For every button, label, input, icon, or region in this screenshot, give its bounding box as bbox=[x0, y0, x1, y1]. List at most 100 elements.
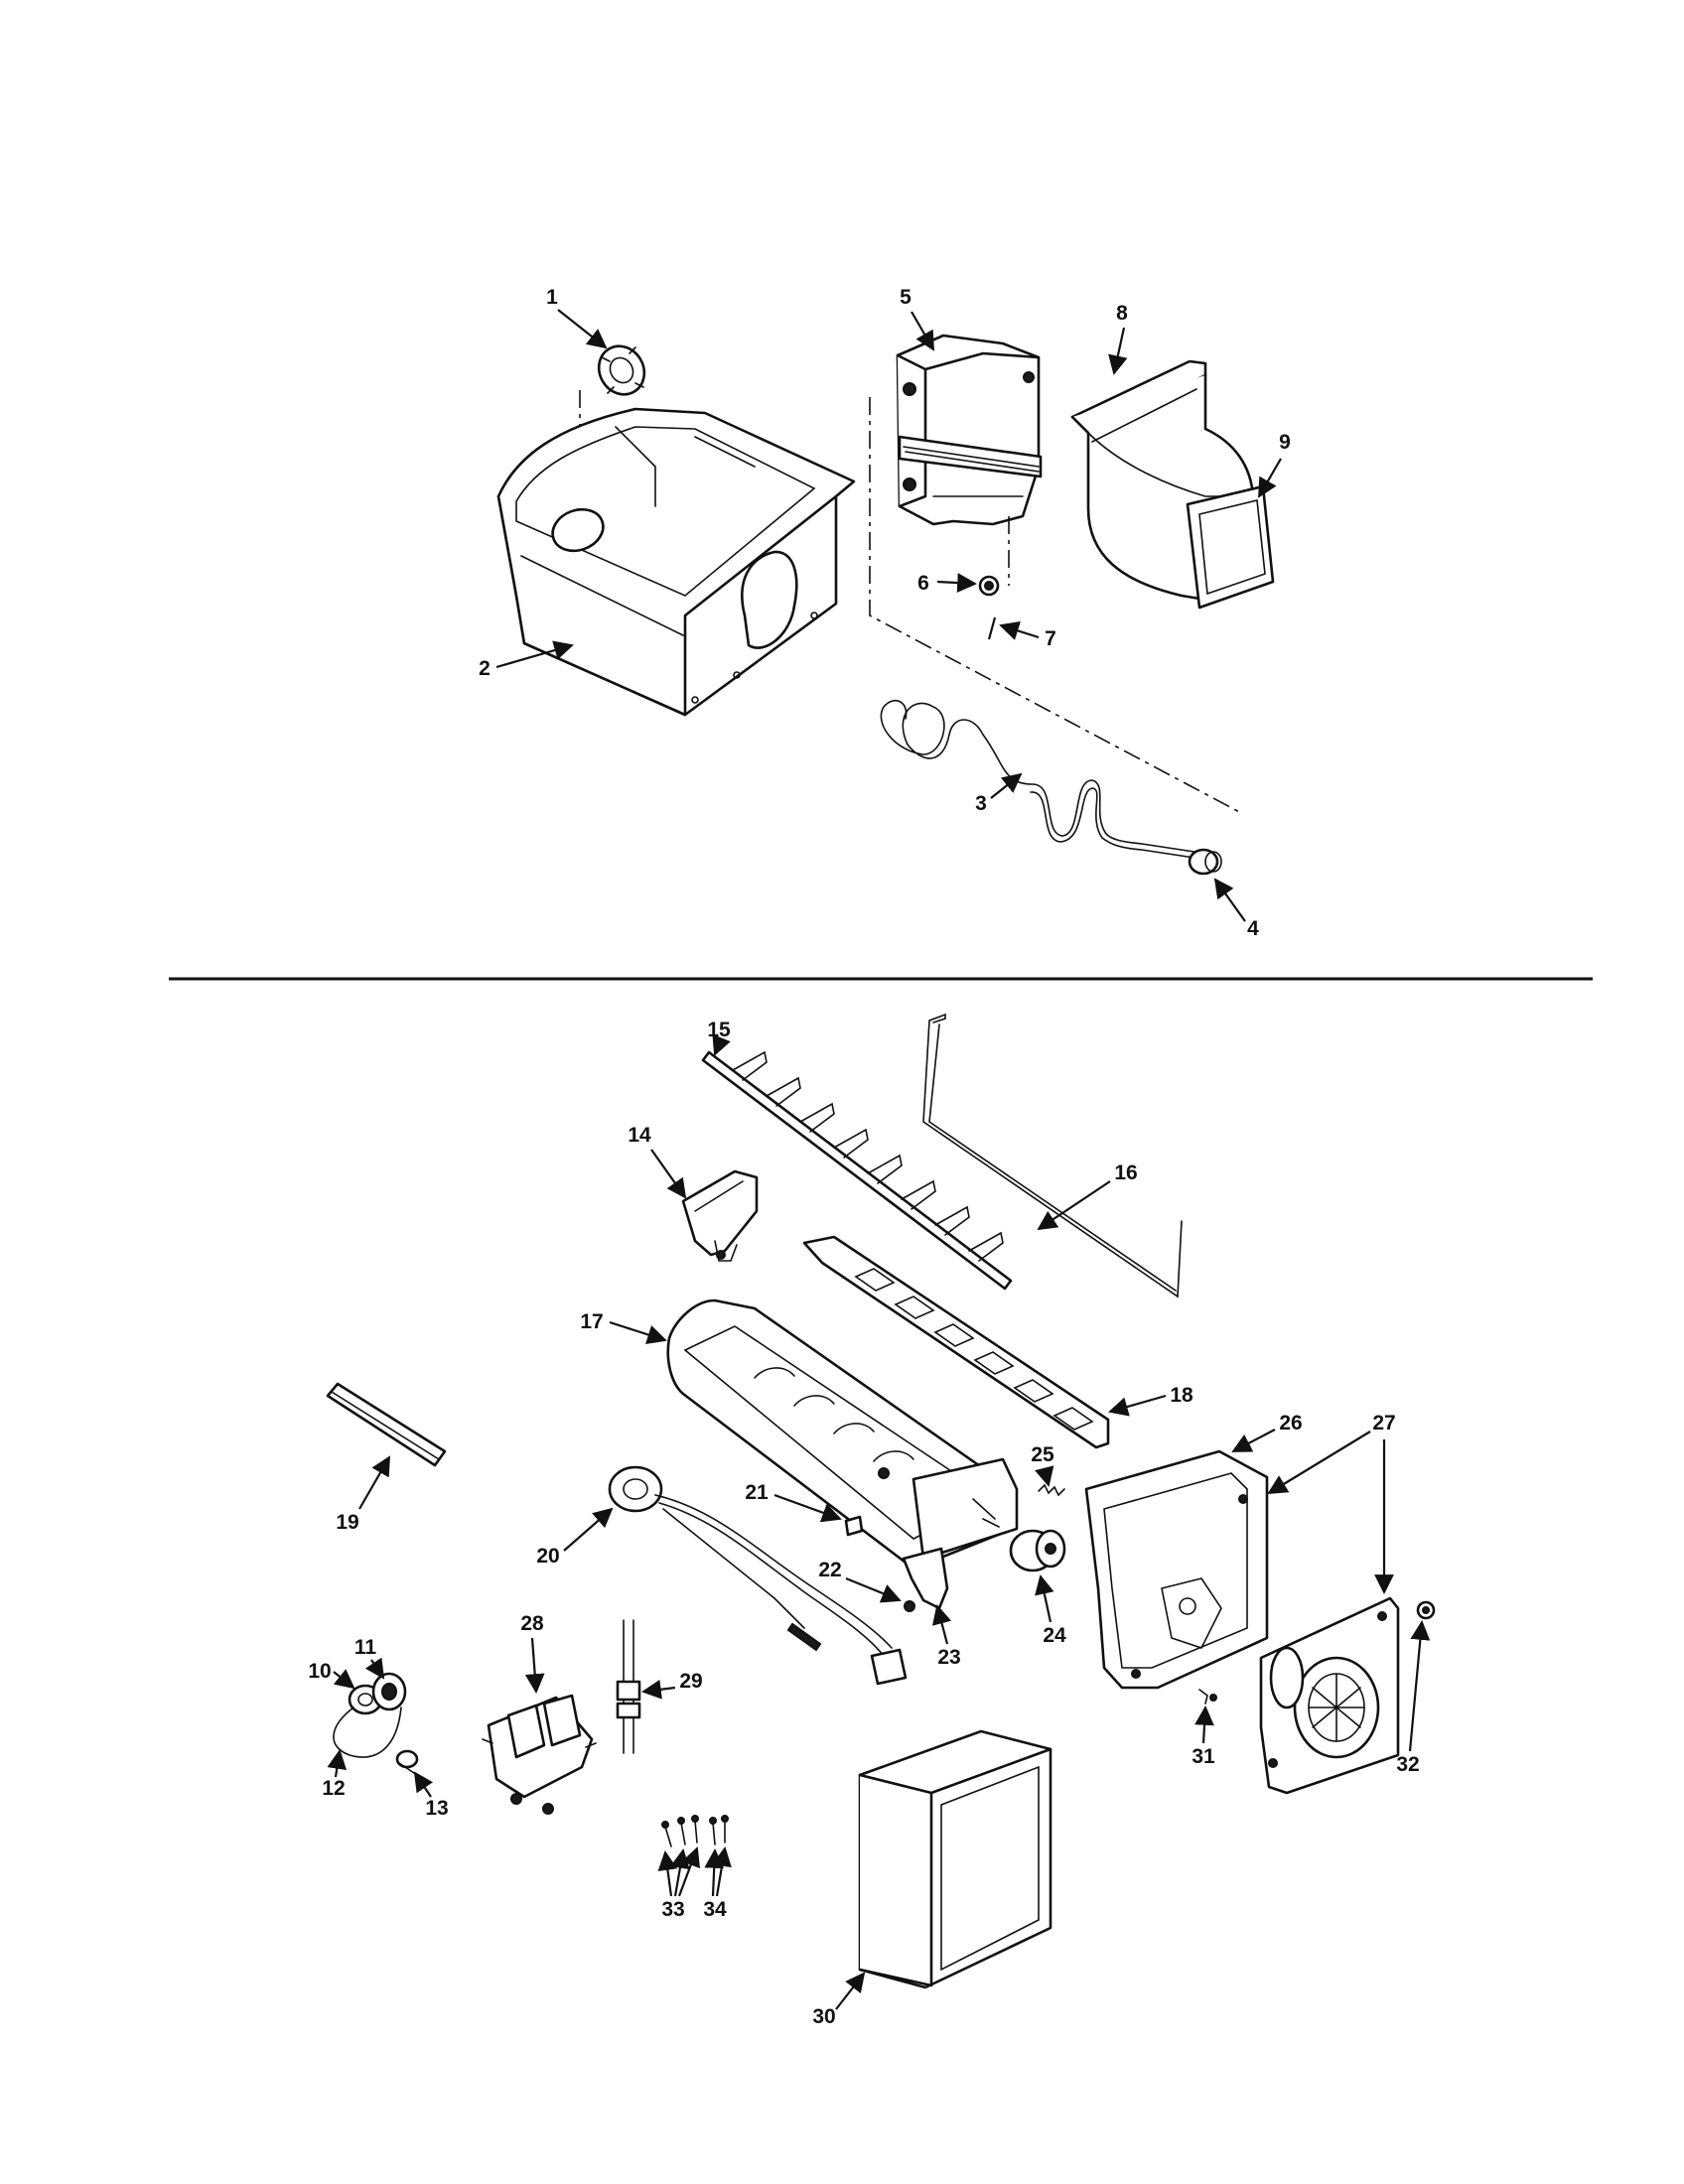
callout-14: 14 bbox=[628, 1124, 687, 1199]
callout-29: 29 bbox=[641, 1670, 703, 1700]
svg-text:9: 9 bbox=[1279, 431, 1291, 454]
part-11-valve-nut[interactable] bbox=[371, 1672, 407, 1711]
callout-23: 23 bbox=[931, 1604, 961, 1669]
part-12-tube[interactable] bbox=[333, 1706, 402, 1758]
svg-text:13: 13 bbox=[425, 1797, 448, 1820]
part-2-ice-bin[interactable] bbox=[496, 407, 856, 717]
svg-text:28: 28 bbox=[520, 1612, 544, 1635]
svg-text:16: 16 bbox=[1114, 1161, 1137, 1184]
part-23-bracket[interactable] bbox=[902, 1547, 949, 1610]
svg-text:8: 8 bbox=[1116, 302, 1128, 325]
part-14-bracket[interactable] bbox=[681, 1169, 759, 1262]
callout-12: 12 bbox=[322, 1749, 348, 1800]
svg-text:19: 19 bbox=[336, 1511, 358, 1534]
svg-text:30: 30 bbox=[812, 2005, 835, 2028]
svg-text:20: 20 bbox=[536, 1545, 559, 1568]
callout-32: 32 bbox=[1396, 1620, 1431, 1776]
svg-text:24: 24 bbox=[1043, 1624, 1066, 1647]
callout-21: 21 bbox=[745, 1481, 842, 1523]
svg-text:26: 26 bbox=[1279, 1412, 1302, 1434]
callout-19: 19 bbox=[336, 1455, 390, 1534]
svg-text:27: 27 bbox=[1372, 1412, 1395, 1434]
callout-2: 2 bbox=[479, 640, 574, 680]
part-21-clip[interactable] bbox=[844, 1515, 864, 1537]
callout-6: 6 bbox=[917, 572, 977, 595]
callout-22: 22 bbox=[818, 1559, 902, 1603]
callout-27: 27 bbox=[1267, 1412, 1396, 1594]
svg-text:18: 18 bbox=[1170, 1384, 1193, 1407]
part-17-mold[interactable] bbox=[666, 1298, 1019, 1570]
callout-20: 20 bbox=[536, 1507, 614, 1568]
part-9-door-seal[interactable] bbox=[1186, 484, 1275, 610]
callout-11: 11 bbox=[354, 1636, 385, 1680]
callout-34: 34 bbox=[703, 1846, 732, 1921]
part-1-fitting[interactable] bbox=[590, 338, 652, 402]
part-33-screws[interactable] bbox=[661, 1815, 699, 1847]
svg-text:25: 25 bbox=[1031, 1443, 1054, 1466]
callout-13: 13 bbox=[413, 1771, 449, 1820]
callout-16: 16 bbox=[1037, 1161, 1138, 1231]
svg-text:4: 4 bbox=[1247, 917, 1259, 940]
part-15-ejector[interactable] bbox=[701, 1050, 1013, 1291]
svg-text:6: 6 bbox=[917, 572, 929, 595]
upper-assembly: 1 2 3 4 5 6 7 8 bbox=[479, 286, 1291, 940]
svg-text:7: 7 bbox=[1045, 627, 1056, 650]
part-7-pin[interactable] bbox=[987, 616, 997, 640]
part-20-wiring-harness[interactable] bbox=[608, 1465, 908, 1686]
svg-text:23: 23 bbox=[937, 1646, 960, 1669]
svg-text:15: 15 bbox=[707, 1019, 731, 1041]
svg-text:17: 17 bbox=[580, 1310, 603, 1333]
part-18-stripper[interactable] bbox=[802, 1235, 1110, 1449]
callout-18: 18 bbox=[1108, 1384, 1193, 1417]
callout-30: 30 bbox=[812, 1972, 866, 2028]
part-3-auger-coil[interactable] bbox=[880, 699, 1208, 861]
svg-text:29: 29 bbox=[679, 1670, 702, 1693]
part-22-screw[interactable] bbox=[904, 1600, 915, 1612]
part-24-thermostat[interactable] bbox=[972, 1498, 1066, 1572]
part-30-cover[interactable] bbox=[858, 1729, 1052, 1989]
part-26-module-housing[interactable] bbox=[1084, 1449, 1269, 1690]
callout-17: 17 bbox=[580, 1310, 667, 1344]
part-19-fill-cup[interactable] bbox=[326, 1382, 447, 1467]
callout-31: 31 bbox=[1192, 1706, 1215, 1768]
callout-1: 1 bbox=[546, 286, 608, 349]
part-6-nut[interactable] bbox=[978, 575, 1000, 597]
callout-9: 9 bbox=[1258, 431, 1291, 498]
callout-3: 3 bbox=[975, 772, 1023, 815]
part-29-tube-coupling[interactable] bbox=[616, 1619, 641, 1754]
callout-15: 15 bbox=[707, 1019, 731, 1056]
svg-text:5: 5 bbox=[900, 286, 912, 309]
callout-4: 4 bbox=[1213, 878, 1259, 940]
svg-text:31: 31 bbox=[1192, 1745, 1215, 1768]
part-31-screw[interactable] bbox=[1198, 1689, 1217, 1705]
callout-25: 25 bbox=[1031, 1443, 1054, 1487]
part-34-screws[interactable] bbox=[709, 1815, 729, 1845]
part-13-clamp[interactable] bbox=[395, 1749, 419, 1776]
svg-text:34: 34 bbox=[703, 1898, 727, 1921]
lower-assembly: 10 11 12 13 14 15 16 17 bbox=[308, 1013, 1436, 2028]
svg-text:32: 32 bbox=[1396, 1753, 1419, 1776]
callout-10: 10 bbox=[308, 1660, 355, 1690]
part-28-water-valve[interactable] bbox=[482, 1694, 597, 1815]
svg-text:3: 3 bbox=[975, 792, 987, 815]
callout-8: 8 bbox=[1108, 302, 1128, 375]
part-5-chute-housing[interactable] bbox=[896, 334, 1043, 526]
svg-text:11: 11 bbox=[354, 1636, 377, 1659]
svg-text:33: 33 bbox=[661, 1898, 684, 1921]
part-27-motor-module[interactable] bbox=[1259, 1596, 1400, 1795]
svg-text:14: 14 bbox=[628, 1124, 651, 1147]
svg-text:1: 1 bbox=[546, 286, 558, 309]
callout-5: 5 bbox=[900, 286, 934, 351]
svg-text:22: 22 bbox=[818, 1559, 841, 1581]
part-16-shutoff-arm[interactable] bbox=[922, 1013, 1183, 1298]
callout-33: 33 bbox=[657, 1846, 701, 1921]
callout-7: 7 bbox=[999, 620, 1056, 650]
part-4-bushing[interactable] bbox=[1188, 848, 1222, 876]
svg-text:2: 2 bbox=[479, 657, 491, 680]
part-32-nut[interactable] bbox=[1416, 1600, 1436, 1620]
part-25-spring[interactable] bbox=[1038, 1483, 1065, 1497]
svg-text:21: 21 bbox=[745, 1481, 769, 1504]
svg-text:12: 12 bbox=[322, 1777, 345, 1800]
callout-28: 28 bbox=[520, 1612, 545, 1694]
